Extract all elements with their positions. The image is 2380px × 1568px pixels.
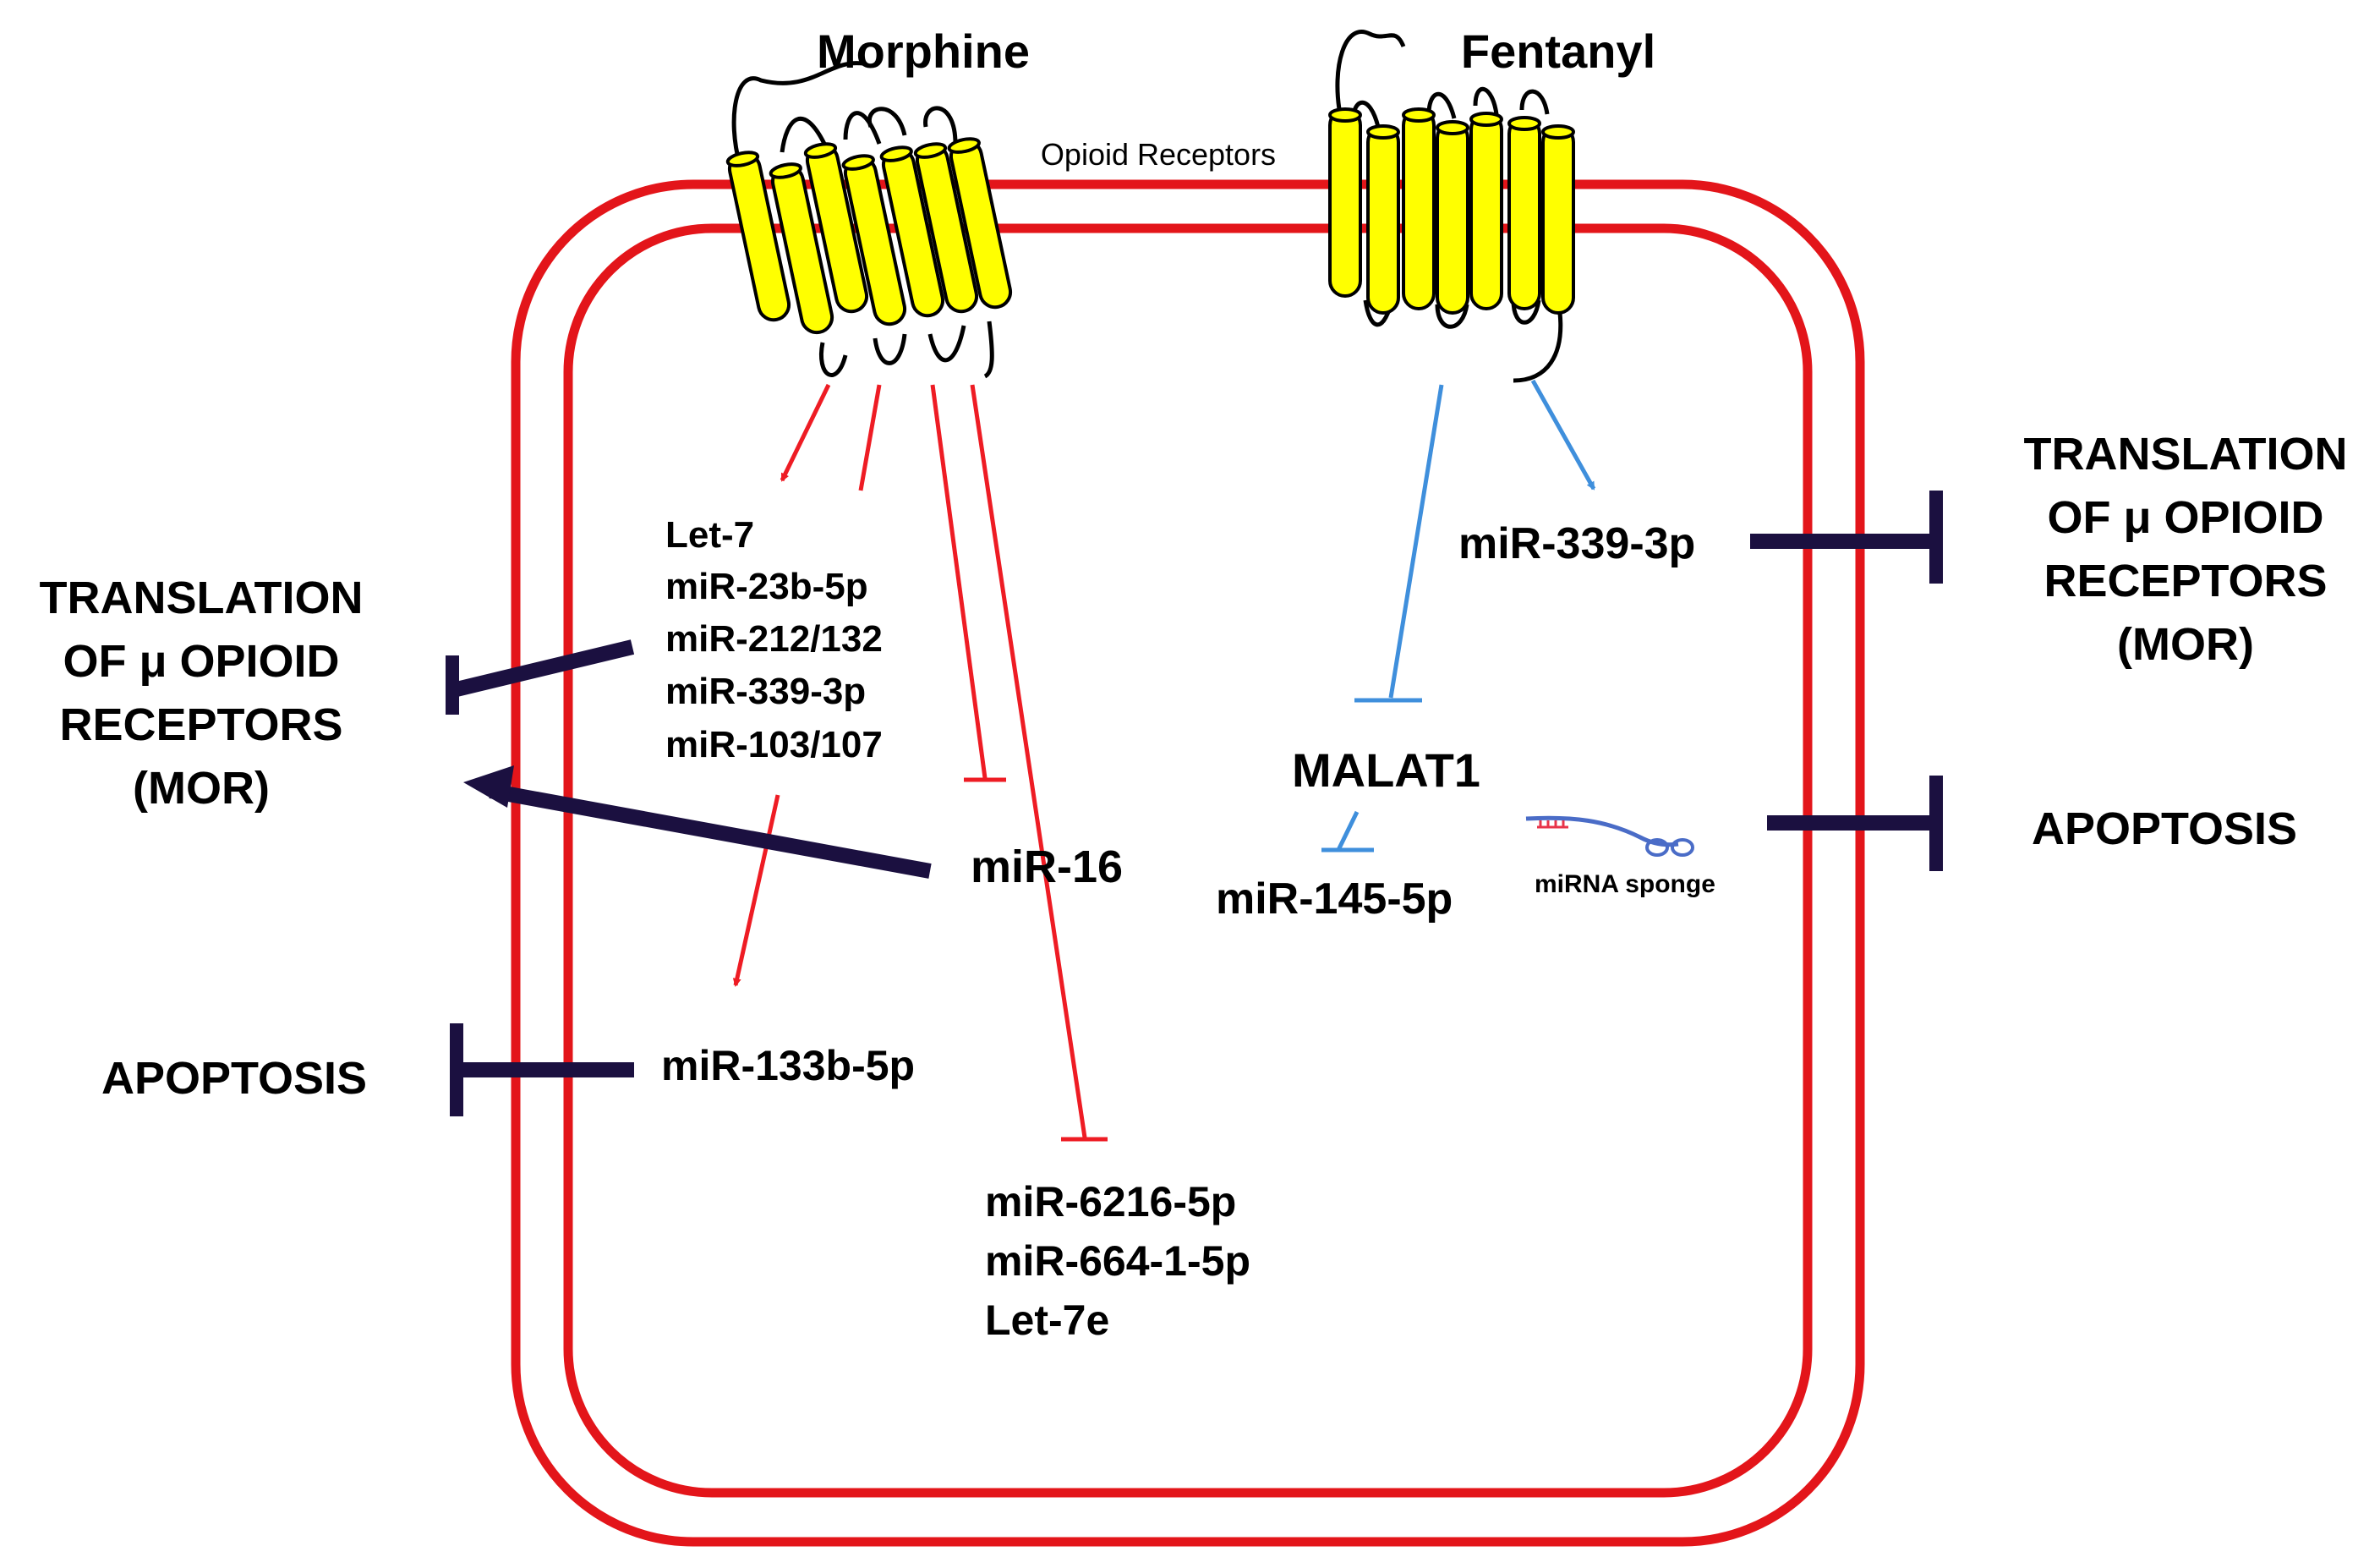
malat1-label: MALAT1 bbox=[1292, 743, 1480, 797]
inner-membrane bbox=[563, 223, 1813, 1498]
list-item: miR-103/107 bbox=[665, 724, 883, 765]
svg-text:TRANSLATION: TRANSLATION bbox=[2024, 429, 2348, 480]
mir16-label: miR-16 bbox=[971, 842, 1123, 892]
list-item: miR-339-3p bbox=[665, 671, 866, 712]
mirna-sponge-icon bbox=[1525, 815, 1694, 857]
svg-text:RECEPTORS: RECEPTORS bbox=[2044, 556, 2327, 606]
arrow-fentanyl-to-mir339 bbox=[1530, 379, 1596, 491]
svg-text:(MOR): (MOR) bbox=[133, 763, 270, 814]
list-item: miR-6216-5p bbox=[985, 1178, 1236, 1225]
list-item: miR-23b-5p bbox=[665, 566, 868, 607]
inhibit-mir145 bbox=[1336, 810, 1360, 852]
left-apoptosis-label: APOPTOSIS bbox=[101, 1053, 367, 1104]
morphine-upregulated-list: Let-7 miR-23b-5p miR-212/132 miR-339-3p … bbox=[665, 514, 883, 765]
mir145-label: miR-145-5p bbox=[1216, 874, 1453, 924]
morphine-downregulated-list: miR-6216-5p miR-664-1-5p Let-7e bbox=[985, 1178, 1250, 1344]
mir133-label: miR-133b-5p bbox=[661, 1042, 915, 1089]
fentanyl-receptor bbox=[1328, 30, 1575, 383]
list-item: Let-7e bbox=[985, 1297, 1109, 1344]
arrow-mir16-to-translation bbox=[489, 783, 932, 879]
list-item: miR-664-1-5p bbox=[985, 1237, 1250, 1285]
inhibit-malat1 bbox=[1388, 384, 1444, 699]
fentanyl-mir339-label: miR-339-3p bbox=[1458, 519, 1695, 568]
fentanyl-signaling bbox=[1321, 379, 1596, 853]
fentanyl-label: Fentanyl bbox=[1461, 25, 1655, 78]
morphine-receptor bbox=[725, 61, 1013, 379]
svg-text:(MOR): (MOR) bbox=[2117, 619, 2254, 670]
right-apoptosis-label: APOPTOSIS bbox=[2032, 803, 2297, 854]
outer-membrane bbox=[511, 179, 1865, 1547]
svg-text:TRANSLATION: TRANSLATION bbox=[40, 573, 364, 623]
arrow-morphine-to-let7-group bbox=[780, 383, 831, 482]
svg-text:RECEPTORS: RECEPTORS bbox=[59, 699, 342, 750]
left-translation-label: TRANSLATION OF μ OPIOID RECEPTORS (MOR) bbox=[40, 573, 364, 814]
opioid-receptors-label: Opioid Receptors bbox=[1041, 137, 1276, 172]
list-item: miR-212/132 bbox=[665, 618, 883, 660]
inhibit-mir6216-group bbox=[970, 384, 1087, 1138]
inhibit-left-translation bbox=[454, 639, 635, 697]
list-item: Let-7 bbox=[665, 514, 754, 556]
svg-text:OF μ OPIOID: OF μ OPIOID bbox=[63, 636, 339, 687]
mirna-sponge-label: miRNA sponge bbox=[1535, 870, 1715, 898]
arrow-let7-group-to-mir133 bbox=[732, 794, 780, 987]
right-translation-label: TRANSLATION OF μ OPIOID RECEPTORS (MOR) bbox=[2024, 429, 2348, 670]
cell-membrane bbox=[511, 179, 1865, 1547]
morphine-label: Morphine bbox=[817, 25, 1030, 78]
svg-text:OF μ OPIOID: OF μ OPIOID bbox=[2047, 492, 2323, 543]
outcome-connectors bbox=[446, 491, 1943, 1116]
inhibit-mir16 bbox=[930, 384, 988, 779]
morphine-signaling bbox=[732, 383, 1108, 1142]
